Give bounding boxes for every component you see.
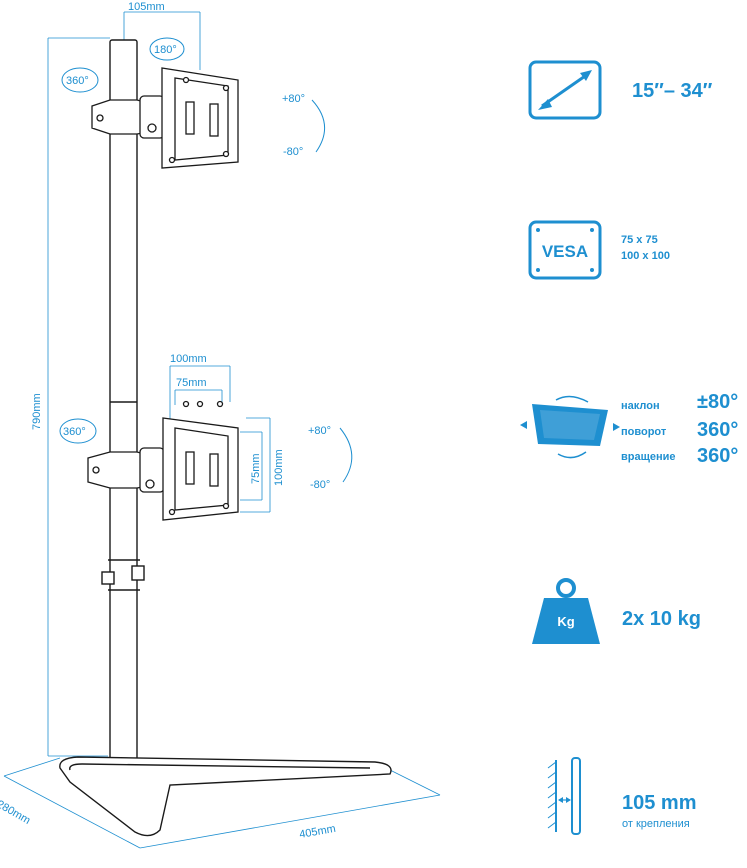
dim-base-width: 405mm [298,823,336,841]
rotation-value: 360° [697,445,739,467]
weight-icon-text: Kg [557,614,574,629]
rotate-top-label: 180° [154,44,177,56]
lower-arm [87,447,165,493]
dim-vesa-100-h: 100mm [170,353,207,365]
swivel-lower-label: 360° [63,426,86,438]
rotation-arcs [59,37,353,483]
tilt-label: наклон [621,400,660,412]
stand-pole [101,39,145,761]
vesa-icon: VESA [528,220,602,280]
wall-distance-caption: от крепления [622,818,690,830]
dim-vesa-75-v: 75mm [250,453,262,484]
dim-vesa-100-v: 100mm [273,449,285,486]
swivel-value: 360° [697,419,739,441]
tilt-upper-plus: +80° [282,93,305,105]
lower-vesa-plate [162,400,239,521]
wall-distance-value: 105 mm [622,792,697,814]
dimension-lines [3,11,441,849]
rotation-label: вращение [621,451,676,463]
dim-base-depth: 280mm [0,798,32,827]
upper-arm [91,95,165,139]
swivel-upper-label: 360° [66,75,89,87]
dim-height: 790mm [31,393,43,430]
tilt-upper-minus: -80° [283,146,303,158]
vesa-size-75: 75 x 75 [621,234,658,246]
dim-vesa-75-h: 75mm [176,377,207,389]
vesa-icon-text: VESA [542,242,588,261]
tilt-lower-minus: -80° [310,479,330,491]
vesa-size-100: 100 x 100 [621,250,670,262]
swivel-label: поворот [621,426,667,438]
tilt-lower-plus: +80° [308,425,331,437]
weight-icon: Kg [532,578,600,644]
tilt-value: ±80° [697,391,739,413]
wall-distance-icon [547,757,581,835]
dim-top-width: 105mm [128,1,165,13]
stand-base [59,756,392,837]
weight-text: 2x 10 kg [622,608,701,630]
diagonal-arrow-icon [528,60,602,120]
vesa-sizes: 75 x 75 100 x 100 [621,232,670,264]
screen-size-text: 15″– 34″ [632,80,713,102]
monitor-motion-icon [520,395,620,459]
upper-vesa-plate [161,67,239,169]
